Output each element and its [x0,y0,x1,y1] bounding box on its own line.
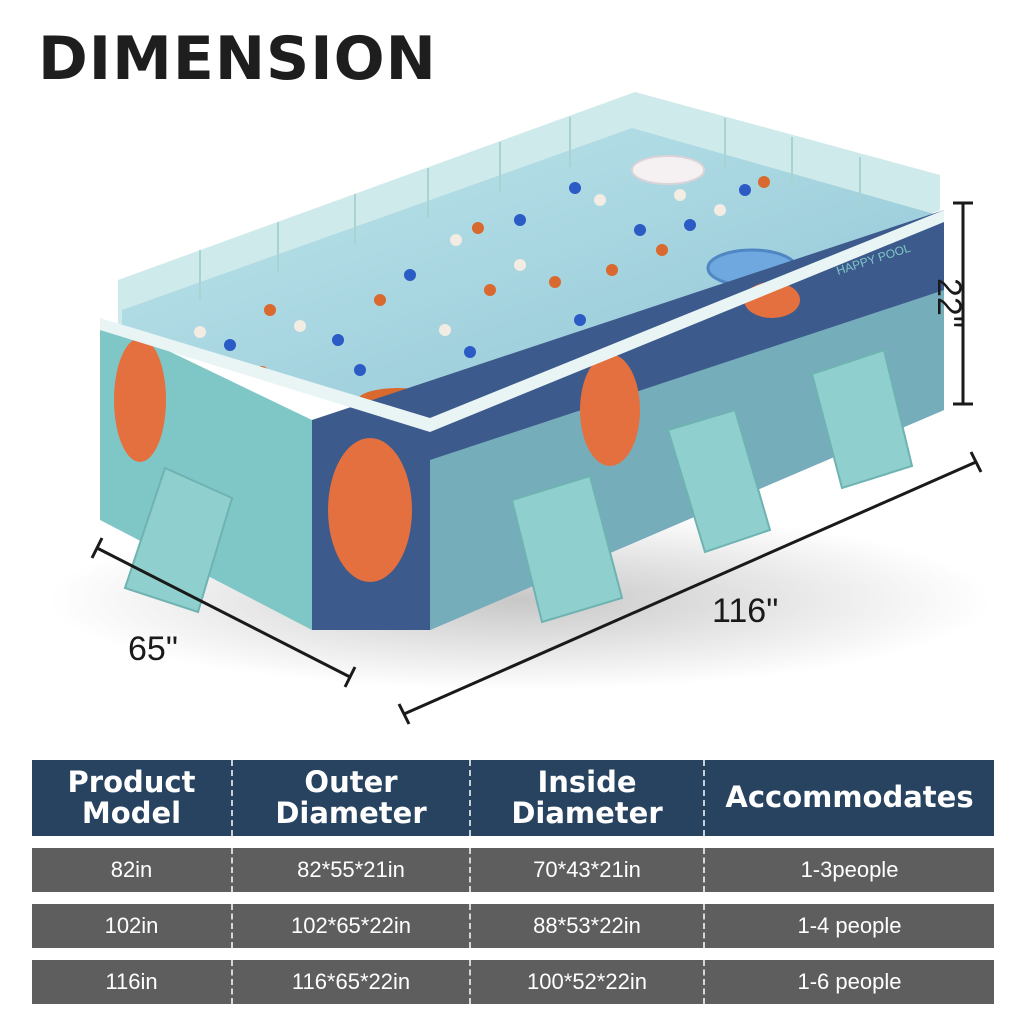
table-header-row: Product Model Outer Diameter Inside Diam… [32,760,994,836]
cell-outer: 82*55*21in [231,848,469,892]
cell-capacity: 1-4 people [703,904,994,948]
pool-rim [100,210,944,432]
cell-inside: 88*53*22in [469,904,703,948]
cell-model: 82in [110,857,153,882]
orange-blob-side [114,338,166,462]
cell-capacity: 1-6 people [703,960,994,1004]
orange-blob-front [328,438,412,582]
cell-model: 102in [104,913,159,938]
cell-inside: 100*52*22in [469,960,703,1004]
support-leg [666,408,772,554]
height-dimension-label: 22" [930,278,968,328]
header-accommodates: Accommodates [703,760,994,836]
support-leg [810,348,914,490]
header-inside-diameter: Inside Diameter [469,760,703,836]
pool-wall-seams [199,117,861,300]
table-row: 102in 102*65*22in 88*53*22in 1-4 people [32,904,994,948]
length-dimension-label: 116" [712,592,779,630]
pool-illustration: HAPPY POOL [50,92,990,725]
cell-outer: 102*65*22in [231,904,469,948]
header-outer-diameter: Outer Diameter [231,760,469,836]
orange-blob-mid [580,354,640,466]
width-dimension-label: 65" [128,630,178,668]
cell-capacity: 1-3people [703,848,994,892]
cell-outer: 116*65*22in [231,960,469,1004]
cell-inside: 70*43*21in [469,848,703,892]
dimension-lines [90,201,983,725]
support-leg [510,474,624,624]
cell-model: 116in [105,969,158,994]
header-product-model: Product Model [67,764,196,830]
pool-water [122,128,938,418]
table-row: 116in 116*65*22in 100*52*22in 1-6 people [32,960,994,1004]
spec-table: Product Model Outer Diameter Inside Diam… [32,760,994,1004]
page-title: DIMENSION [38,24,437,94]
table-row: 82in 82*55*21in 70*43*21in 1-3people [32,848,994,892]
unicorn-float [631,155,705,185]
